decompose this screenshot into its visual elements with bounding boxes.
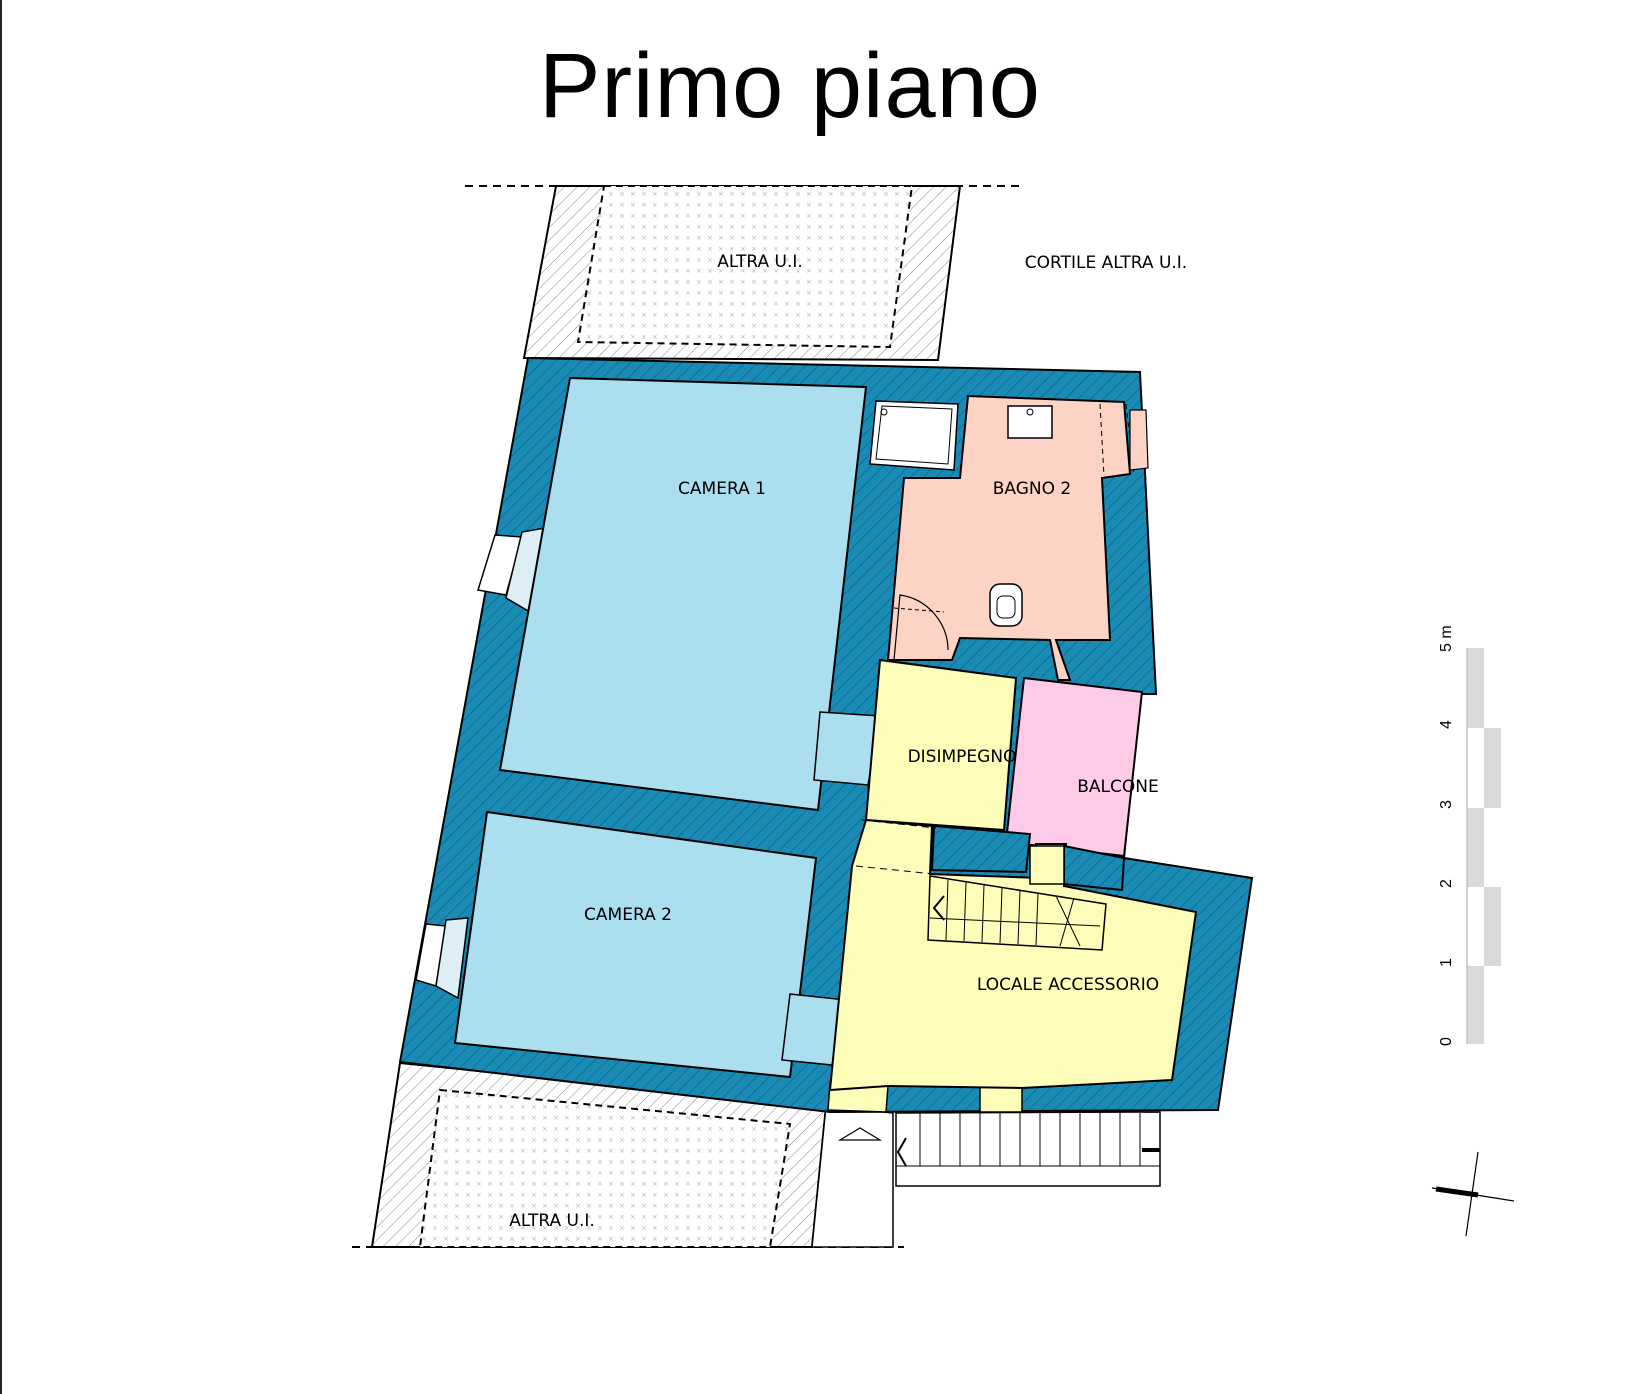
doorways: [781, 711, 1023, 1113]
label-camera-1: CAMERA 1: [678, 479, 766, 499]
room-bagno-2: [886, 394, 1132, 681]
label-altra-ui-bottom: ALTRA U.I.: [509, 1211, 595, 1231]
scale-tick-3: 3: [1438, 800, 1455, 809]
label-altra-ui-top: ALTRA U.I.: [717, 252, 803, 272]
page-title: Primo piano: [539, 35, 1041, 137]
room-locale-accessorio: [828, 818, 1198, 1092]
scale-tick-0: 0: [1438, 1037, 1455, 1046]
wall-stub-stair: [930, 824, 1032, 874]
room-camera-2: [453, 810, 818, 1079]
label-disimpegno: DISIMPEGNO: [908, 747, 1017, 767]
hidden-line-2: [855, 865, 935, 875]
room-disimpegno: [864, 658, 1018, 832]
scale-tick-2: 2: [1438, 879, 1455, 888]
door-passage: [1029, 845, 1065, 885]
label-bagno-2: BAGNO 2: [993, 479, 1071, 499]
external-stair: [837, 1111, 1161, 1187]
scale-tick-5: 5 m: [1438, 625, 1455, 652]
north-arrow-icon: [1431, 1151, 1515, 1237]
neighbour-unit-top: [465, 185, 1020, 362]
label-balcone: BALCONE: [1077, 777, 1158, 797]
room-camera-1: [498, 376, 868, 812]
room-balcone: [1004, 676, 1144, 858]
label-locale-accessorio: LOCALE ACCESSORIO: [977, 975, 1159, 995]
bathroom-fixtures: [869, 400, 1149, 661]
label-camera-2: CAMERA 2: [584, 905, 672, 925]
scale-tick-1: 1: [1438, 958, 1455, 967]
neighbour-unit-bottom: [352, 1061, 904, 1248]
internal-stair: [927, 875, 1107, 951]
label-cortile: CORTILE ALTRA U.I.: [1025, 253, 1187, 273]
hidden-line: [861, 819, 937, 829]
page-left-border: [0, 0, 2, 1394]
scale-bar: 0 1 2 3 4 5 m: [1438, 625, 1501, 1046]
scale-tick-4: 4: [1438, 720, 1455, 729]
